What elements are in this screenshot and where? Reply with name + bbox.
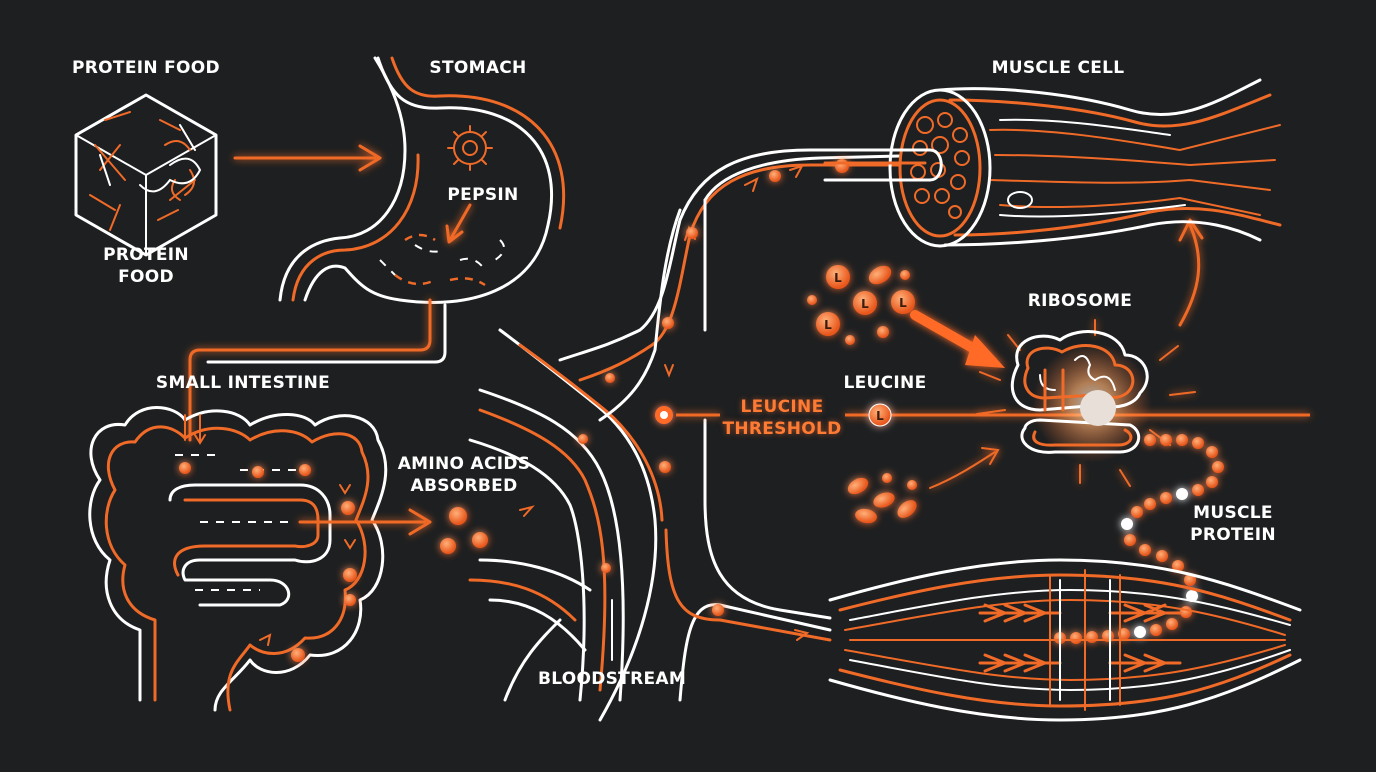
- leucine-dot-symbol-4: L: [824, 318, 832, 332]
- protein-food-label-line2: FOOD: [118, 267, 174, 287]
- leucine-marker: L: [868, 403, 892, 427]
- leucine-dot-symbol-2: L: [861, 297, 869, 311]
- vessel-to-muscle-cell: [823, 148, 943, 182]
- pepsin-arrow: [445, 203, 472, 244]
- food-to-stomach-arrow: [233, 144, 382, 172]
- leucine-dot-symbol-3: L: [899, 296, 907, 310]
- small-intestine-icon: [88, 406, 388, 712]
- leucine-cluster: L L L L: [807, 265, 1005, 368]
- small-intestine-label: SMALL INTESTINE: [155, 373, 331, 393]
- protein-food-title: PROTEIN FOOD: [72, 58, 220, 78]
- ribosome-icon: [976, 319, 1196, 487]
- amino-acid-cluster-lower: [847, 447, 1000, 524]
- amino-acid-dots: [440, 507, 488, 554]
- leucine-marker-symbol: L: [876, 409, 884, 423]
- protein-food-label-line1: PROTEIN: [103, 245, 189, 265]
- stomach-label: STOMACH: [429, 58, 527, 78]
- pepsin-gear-icon: [447, 125, 493, 171]
- leucine-label: LEUCINE: [843, 373, 927, 393]
- stomach-to-intestine-tube: [188, 298, 432, 442]
- amino-acids-label-line2: ABSORBED: [410, 476, 518, 496]
- bloodstream-vessels: [468, 148, 902, 722]
- muscle-protein-label-line1: MUSCLE: [1193, 503, 1273, 523]
- leucine-dot-symbol-1: L: [834, 271, 842, 285]
- muscle-protein-label-line2: PROTEIN: [1190, 525, 1276, 545]
- muscle-cell-label: MUSCLE CELL: [991, 58, 1125, 78]
- tube-outline: [206, 303, 447, 364]
- ribosome-to-muscle-arrow: [1178, 218, 1204, 327]
- muscle-fiber-icon: [828, 558, 1302, 722]
- leucine-threshold-label-line1: LEUCINE: [740, 397, 824, 417]
- leucine-threshold-label-line2: THRESHOLD: [722, 419, 842, 439]
- protein-food-icon: [74, 93, 218, 257]
- ribosome-label: RIBOSOME: [1027, 291, 1133, 311]
- stomach-icon: [278, 56, 566, 304]
- amino-acids-label-line1: AMINO ACIDS: [397, 454, 531, 474]
- absorption-arrow: [298, 508, 432, 536]
- bloodstream-label: BLOODSTREAM: [537, 669, 687, 689]
- pepsin-label: PEPSIN: [447, 185, 519, 205]
- muscle-cell-icon: [888, 78, 1282, 248]
